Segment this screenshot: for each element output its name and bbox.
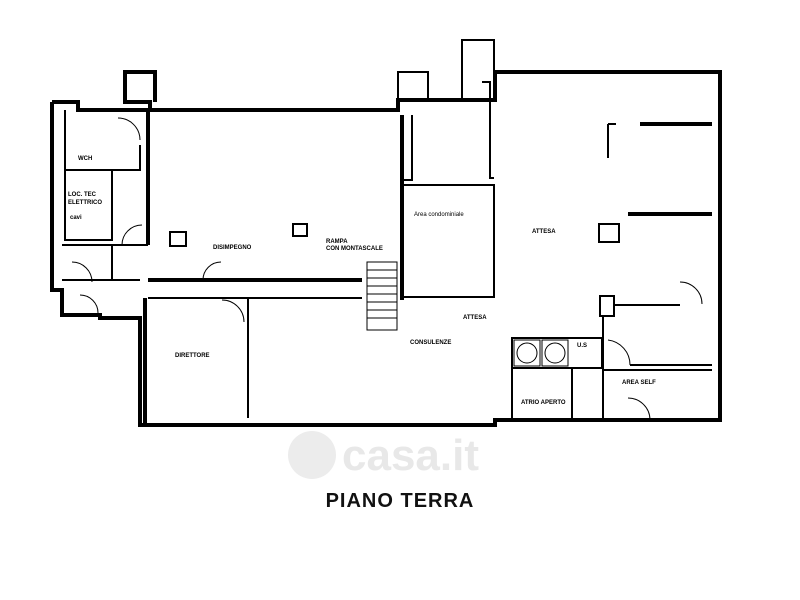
svg-text:casa.it: casa.it — [342, 431, 479, 480]
label-area-self: AREA SELF — [622, 380, 656, 386]
watermark: casa.it — [288, 431, 479, 480]
label-area-condominiale: Area condominiale — [414, 212, 464, 218]
label-cavi: cavi — [70, 215, 82, 221]
walls — [50, 39, 722, 427]
label-atrio-aperto: ATRIO APERTO — [521, 400, 566, 406]
label-loc-tec: LOC. TEC — [68, 192, 97, 198]
label-attesa-2: ATTESA — [463, 315, 487, 321]
room-labels: WCH LOC. TEC ELETTRICO cavi DISIMPEGNO R… — [68, 156, 656, 406]
label-attesa: ATTESA — [532, 229, 556, 235]
label-disimpegno: DISIMPEGNO — [213, 245, 252, 251]
stairs — [366, 261, 398, 331]
label-us: U.S — [577, 343, 587, 349]
label-consulenze: CONSULENZE — [410, 340, 451, 346]
label-rampa: RAMPA — [326, 239, 348, 245]
label-elettrico: ELETTRICO — [68, 200, 102, 206]
label-direttore: DIRETTORE — [175, 353, 210, 359]
floor-title: PIANO TERRA — [325, 490, 475, 512]
label-wch: WCH — [78, 156, 92, 162]
label-montascale: CON MONTASCALE — [326, 246, 383, 252]
